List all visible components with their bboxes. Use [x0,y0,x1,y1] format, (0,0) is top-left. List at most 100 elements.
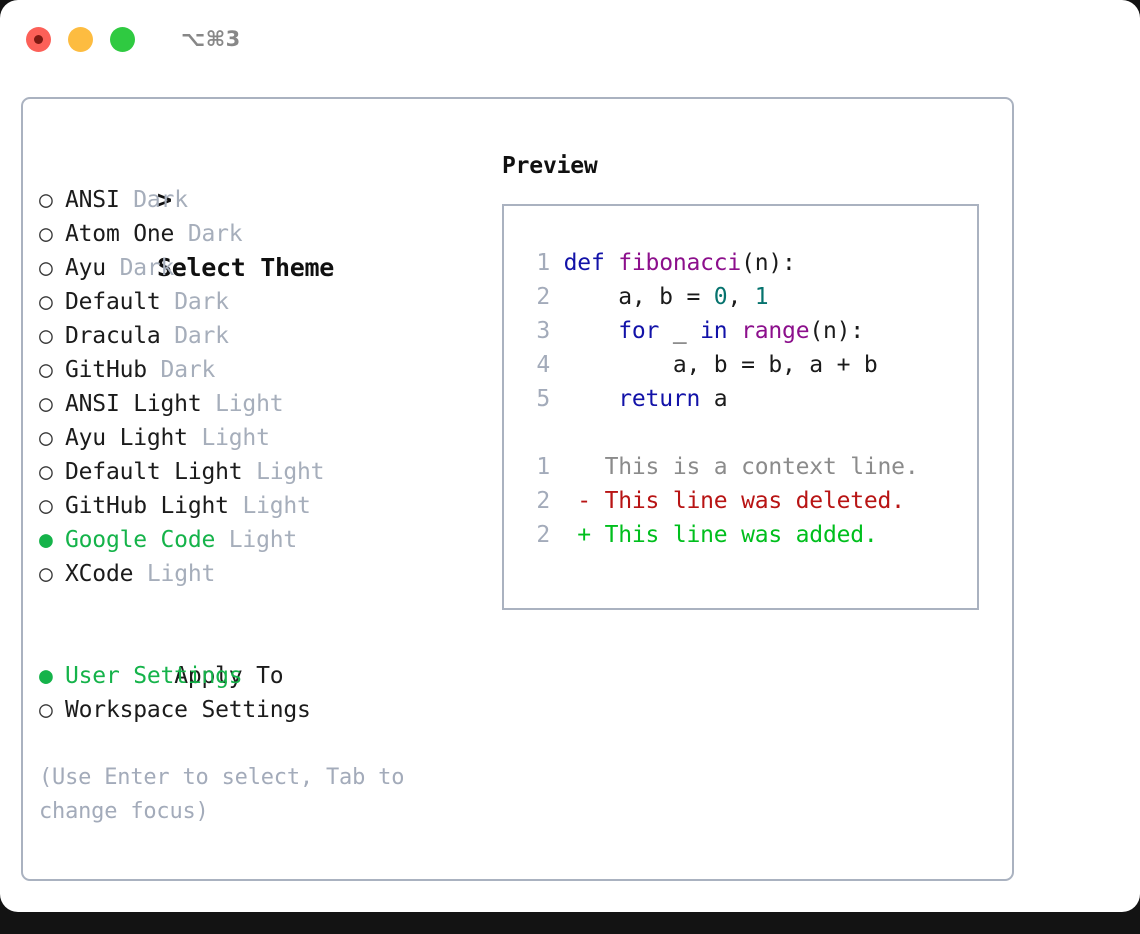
label-tag-separator [161,289,175,315]
close-button[interactable] [26,26,51,52]
radio-unselected-icon: ○ [39,493,53,519]
theme-option-xcode[interactable]: ○XCode Light [39,557,489,591]
code-line: 5 return a [504,382,977,416]
apply-to-option-label: Workspace Settings [65,697,311,723]
app-window: ⌥⌘3 > Select Theme ○ ANSI Dark ○ Atom One D… [0,0,1140,912]
diff-marker [577,454,604,480]
theme-option-dracula[interactable]: ○ Dracula Dark [39,319,489,353]
diff-marker: - [577,488,605,514]
theme-option-tag: Dark [174,323,229,349]
radio-unselected-icon: ○ [39,289,53,315]
theme-option-label: Default [65,289,161,315]
theme-option-label: GitHub Light [65,493,229,519]
theme-option-list: ○ ANSI Dark ○ Atom One Dark ○ Ayu Dark ○ Defaul… [39,183,489,591]
theme-option-atom-one[interactable]: ○Atom One Dark [39,217,489,251]
theme-option-label: GitHub [65,357,147,383]
theme-option-tag: Light [146,561,216,587]
code-token-num: 0 [713,284,728,310]
code-token-pl: _ [659,318,701,344]
theme-option-label: XCode [65,561,134,587]
apply-to-heading-row: Apply To [39,625,489,689]
diff-sample: 1 This is a context line.2 - This line w… [504,450,977,552]
theme-option-google-code[interactable]: ●Google Code Light [39,523,489,557]
label-tag-separator [188,425,202,451]
code-token-kw: return [618,386,701,412]
label-tag-separator [174,221,188,247]
code-token-fn: fibonacci [618,250,742,276]
code-token-kw: in [700,318,728,344]
code-token-pl [564,318,619,344]
theme-option-label: Ayu Light [65,425,188,451]
code-token-kw: for [618,318,660,344]
code-line: 4 a, b = b, a + b [504,348,977,382]
radio-unselected-icon: ○ [39,697,53,723]
label-tag-separator [120,187,134,213]
theme-option-label: Atom One [65,221,175,247]
theme-list-header: > Select Theme [39,149,489,282]
radio-selected-icon: ● [39,527,53,553]
theme-option-default[interactable]: ○ Default Dark [39,285,489,319]
radio-unselected-icon: ○ [39,459,53,485]
code-token-pl: a, b = [563,284,714,310]
radio-unselected-icon: ○ [39,323,53,349]
radio-unselected-icon: ○ [39,221,53,247]
zoom-button[interactable] [110,26,135,52]
label-tag-separator [201,391,215,417]
theme-option-label: ANSI Light [65,391,202,417]
line-number: 1 [536,454,550,480]
label-tag-separator [242,459,256,485]
theme-option-label: Default Light [65,459,243,485]
theme-option-ansi[interactable]: ○ANSI Dark [39,183,489,217]
theme-option-tag: Light [201,425,270,451]
radio-unselected-icon: ○ [39,187,53,213]
theme-option-ansi-light[interactable]: ○ ANSI Light Light [39,387,489,421]
radio-unselected-icon: ○ [39,357,53,383]
line-number: 2 [536,284,550,310]
theme-option-ayu-light[interactable]: ○ Ayu Light Light [39,421,489,455]
theme-option-label: Dracula [65,323,161,349]
code-token-pl [727,318,741,344]
label-tag-separator [147,357,161,383]
theme-option-label: Ayu [65,255,106,281]
code-token-pl [564,386,619,412]
code-diff-spacer [504,416,977,450]
apply-to-option-user-settings[interactable]: ●User Settings [39,659,489,693]
line-number: 3 [536,318,550,344]
theme-option-tag: Dark [119,255,175,281]
diff-text: This is a context line. [604,454,919,480]
radio-unselected-icon: ○ [39,425,53,451]
apply-to-option-list: ●User Settings ○ Workspace Settings [39,659,489,727]
diff-text: This line was added. [604,522,878,548]
theme-option-ayu[interactable]: ○ Ayu Dark [39,251,489,285]
label-tag-separator [161,323,175,349]
theme-option-tag: Dark [174,289,229,315]
radio-unselected-icon: ○ [39,391,53,417]
preview-column: Preview 1 def fibonacci(n):2 a, b = 0, 1… [502,149,992,610]
code-token-num: 1 [754,284,769,310]
keyboard-shortcut-label: ⌥⌘3 [181,27,241,51]
diff-line-ctx: 1 This is a context line. [504,450,977,484]
window-controls [26,26,135,52]
code-token-pl: (n): [809,318,864,344]
apply-to-option-label: User Settings [65,663,243,689]
theme-list-column: > Select Theme ○ANSI Dark○Atom One Dark○… [39,149,489,829]
code-token-pl: a, b = b, a + b [563,352,878,378]
radio-unselected-icon: ○ [39,255,53,281]
code-line: 3 for _ in range(n): [504,314,977,348]
code-token-pl: , [727,284,755,310]
theme-option-label: Google Code [65,527,216,553]
code-line: 1 def fibonacci(n): [504,246,977,280]
code-preview-box: 1 def fibonacci(n): 2 a, b = 0, 1 3 for _ … [502,204,979,610]
theme-option-tag: Light [256,459,325,485]
label-tag-separator [229,493,243,519]
keyboard-hint-text: (Use Enter to select, Tab to change focu… [39,765,405,824]
apply-to-option-workspace-settings[interactable]: ○ Workspace Settings [39,693,489,727]
theme-option-github-light[interactable]: ○GitHub Light Light [39,489,489,523]
theme-option-default-light[interactable]: ○ Default Light Light [39,455,489,489]
theme-option-github[interactable]: ○GitHub Dark [39,353,489,387]
diff-marker: + [577,522,605,548]
theme-option-label: ANSI [65,187,120,213]
minimize-button[interactable] [68,26,93,52]
theme-option-tag: Light [215,391,284,417]
code-token-pl: (n): [741,250,796,276]
